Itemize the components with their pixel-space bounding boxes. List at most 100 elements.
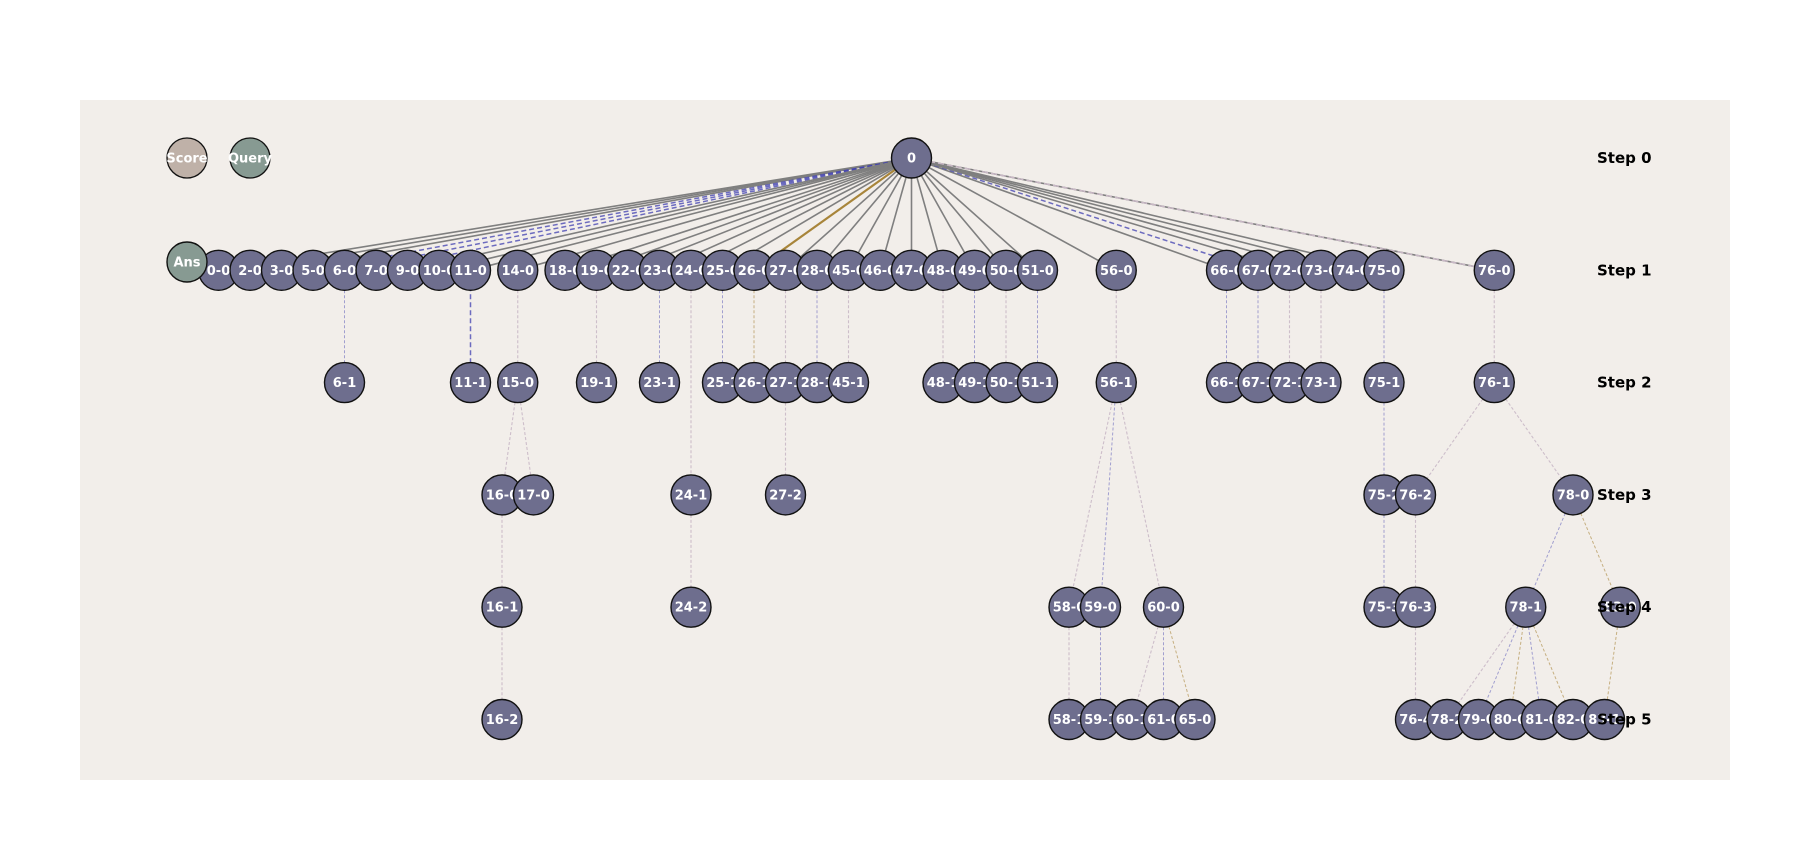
tree-node: 27-2 bbox=[764, 474, 807, 516]
edge-56-1-to-59-0 bbox=[1100, 382, 1117, 608]
node-label: 16-0 bbox=[486, 488, 519, 503]
node-label: 49-0 bbox=[958, 264, 991, 279]
node-circle bbox=[1394, 474, 1437, 516]
tree-node: 18-0 bbox=[544, 249, 586, 291]
edge-0-to-7-0 bbox=[375, 157, 912, 272]
edge-15-0-to-16-0 bbox=[501, 382, 519, 495]
legend-query-label: Query bbox=[228, 152, 273, 167]
node-label: 45-1 bbox=[832, 376, 865, 391]
edge-76-1-to-78-0 bbox=[1493, 382, 1574, 496]
node-circle bbox=[1599, 586, 1641, 628]
tree-node: 83-0 bbox=[1599, 586, 1641, 628]
edge-0-to-28-0 bbox=[816, 157, 913, 271]
node-circle bbox=[670, 586, 712, 628]
tree-node: 11-0 bbox=[449, 249, 492, 291]
node-label: 27-2 bbox=[769, 488, 802, 503]
tree-node: 45-1 bbox=[827, 361, 870, 404]
node-circle bbox=[1300, 361, 1342, 404]
legend-query-circle bbox=[229, 137, 271, 179]
node-label: 75-1 bbox=[1368, 376, 1401, 391]
node-label: 16-2 bbox=[486, 713, 519, 728]
tree-node: 78-1 bbox=[1505, 586, 1547, 628]
tree-node: 75-1 bbox=[1363, 361, 1405, 404]
node-label: 3-0 bbox=[270, 264, 294, 279]
tree-node: 2-0 bbox=[229, 249, 271, 291]
tree-node: 76-1 bbox=[1473, 361, 1515, 404]
node-label: 78-0 bbox=[1557, 488, 1590, 503]
edge-0-to-14-0 bbox=[517, 157, 912, 272]
edge-0-to-75-0 bbox=[911, 157, 1385, 272]
node-label: 11-1 bbox=[454, 376, 487, 391]
tree-node: 50-0 bbox=[985, 249, 1027, 291]
tree-node: 74-0 bbox=[1331, 249, 1374, 291]
node-label: 17-0 bbox=[517, 488, 550, 503]
edge-0-to-76-0 bbox=[911, 157, 1495, 272]
tree-node: 61-0 bbox=[1142, 698, 1185, 741]
tree-node: 58-0 bbox=[1048, 586, 1090, 628]
node-circle bbox=[1174, 698, 1216, 741]
tree-node: 59-1 bbox=[1079, 698, 1122, 741]
edge-0-to-66-0 bbox=[911, 157, 1227, 272]
edge-56-1-to-58-0 bbox=[1068, 382, 1117, 608]
legend-score-label: Score bbox=[166, 152, 207, 167]
legend-score-circle bbox=[166, 137, 208, 179]
node-circle bbox=[1142, 586, 1185, 628]
tree-node: 76-2 bbox=[1394, 474, 1437, 516]
node-label: 56-0 bbox=[1100, 264, 1133, 279]
node-label: 58-0 bbox=[1053, 601, 1086, 616]
node-circle bbox=[449, 249, 492, 291]
tree-node: 82-0 bbox=[1552, 698, 1594, 741]
tree-node: 72-0 bbox=[1268, 249, 1311, 291]
node-circle bbox=[481, 698, 523, 741]
node-label: 9-0 bbox=[396, 264, 420, 279]
tree-node: 0-0 bbox=[197, 249, 240, 291]
tree-node: 83-1 bbox=[1583, 698, 1626, 741]
node-circle bbox=[1095, 361, 1137, 404]
node-label: 0 bbox=[907, 152, 916, 167]
node-circle bbox=[1394, 586, 1437, 628]
node-label: 65-0 bbox=[1179, 713, 1212, 728]
tree-node: 24-1 bbox=[670, 474, 712, 516]
node-label: 67-0 bbox=[1242, 264, 1275, 279]
node-label: 82-0 bbox=[1557, 713, 1590, 728]
node-label: 58-1 bbox=[1053, 713, 1086, 728]
node-label: 24-1 bbox=[675, 488, 708, 503]
node-circle bbox=[1583, 698, 1626, 741]
node-label: 25-0 bbox=[706, 264, 739, 279]
node-label: 23-1 bbox=[643, 376, 676, 391]
node-label: 83-1 bbox=[1588, 713, 1621, 728]
node-label: 10-0 bbox=[423, 264, 456, 279]
node-label: 48-0 bbox=[927, 264, 960, 279]
node-label: 27-0 bbox=[769, 264, 802, 279]
node-label: 76-1 bbox=[1478, 376, 1511, 391]
tree-node: 78-0 bbox=[1552, 474, 1594, 516]
node-label: 51-0 bbox=[1021, 264, 1054, 279]
tree-node: 11-1 bbox=[449, 361, 492, 404]
node-circle bbox=[1552, 474, 1594, 516]
legend: Score Query Ans bbox=[166, 137, 273, 283]
node-label: 73-0 bbox=[1305, 264, 1338, 279]
step-label: Step 1 bbox=[1597, 261, 1652, 279]
tree-node: 3-0 bbox=[260, 249, 303, 291]
node-label: 75-3 bbox=[1368, 601, 1401, 616]
node-label: 83-0 bbox=[1604, 601, 1637, 616]
node-label: 0-0 bbox=[207, 264, 231, 279]
tree-node: 59-0 bbox=[1079, 586, 1122, 628]
tree-node: 56-1 bbox=[1095, 361, 1137, 404]
node-circle bbox=[1095, 249, 1137, 291]
tree-node: 6-1 bbox=[323, 361, 366, 404]
tree-node: 73-0 bbox=[1300, 249, 1342, 291]
tree-node: 9-0 bbox=[386, 249, 429, 291]
node-label: 19-1 bbox=[580, 376, 613, 391]
tree-node: 81-0 bbox=[1520, 698, 1563, 741]
node-label: 78-1 bbox=[1509, 601, 1542, 616]
node-label: 14-0 bbox=[501, 264, 534, 279]
tree-node: 25-1 bbox=[701, 361, 744, 404]
node-circle bbox=[1016, 361, 1059, 404]
node-label: 24-0 bbox=[675, 264, 708, 279]
tree-node: 16-2 bbox=[481, 698, 523, 741]
tree-node: 48-0 bbox=[922, 249, 964, 291]
node-label: 6-1 bbox=[333, 376, 357, 391]
